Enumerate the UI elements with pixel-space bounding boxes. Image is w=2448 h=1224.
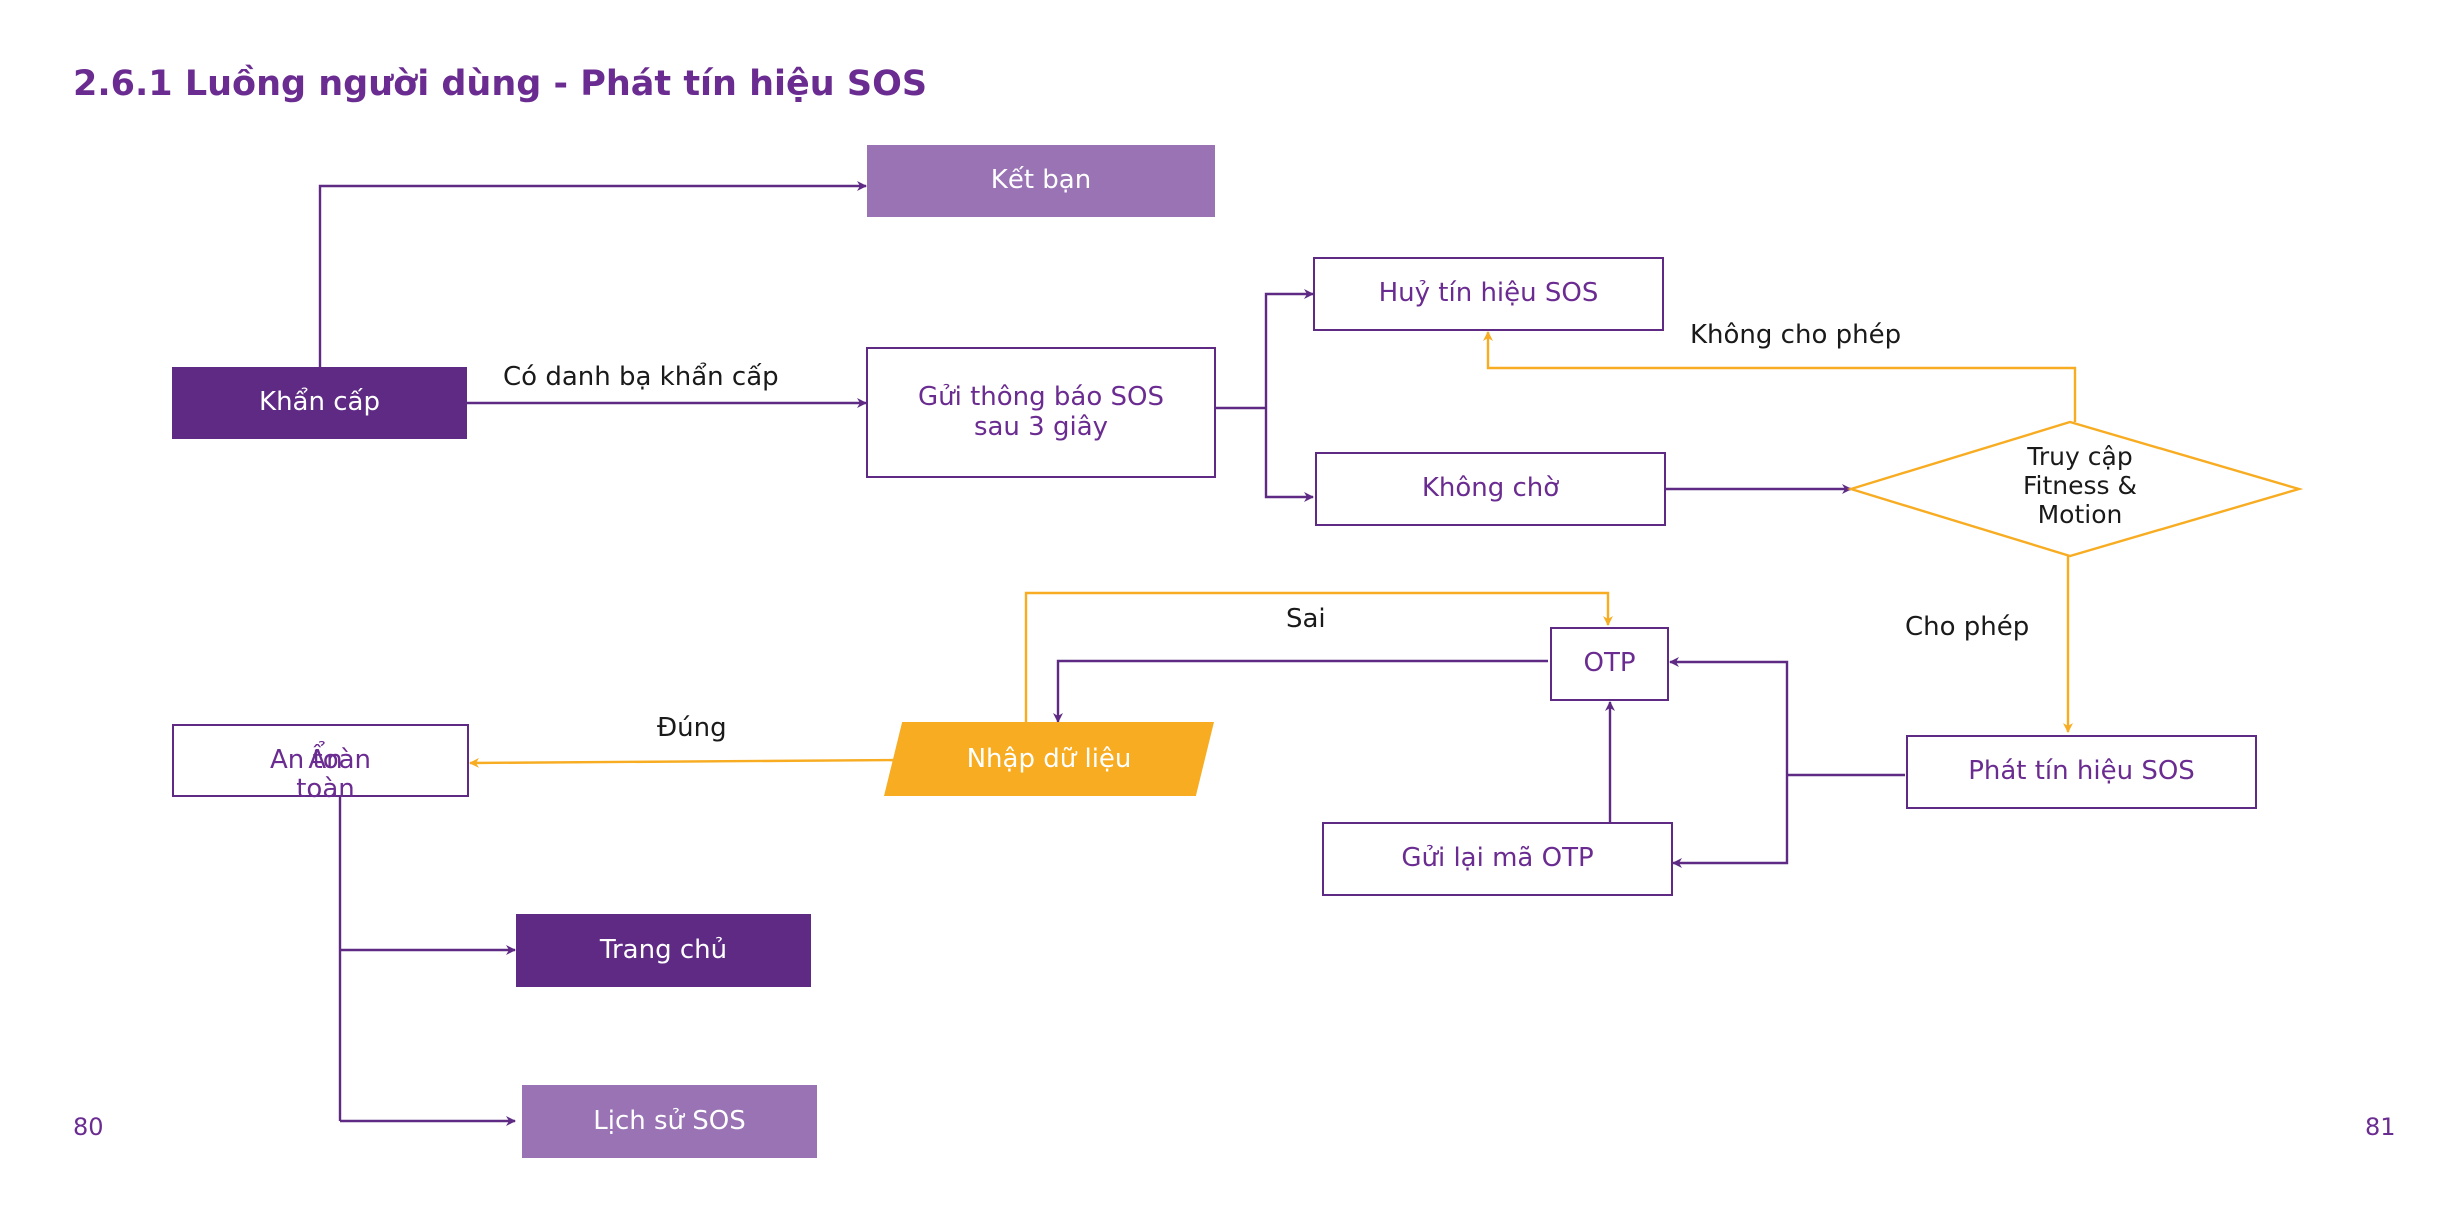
label-co-danh-ba: Có danh bạ khẩn cấp — [503, 362, 779, 392]
edge-to-khong-cho — [1264, 408, 1314, 502]
edge-sai — [1024, 591, 1613, 722]
node-phat-tin-hieu-label: Phát tín hiệu SOS — [1968, 756, 2195, 787]
node-trang-chu-label: Trang chủ — [599, 934, 728, 965]
node-nhap-du-lieu-label: Nhập dữ liệu — [966, 744, 1132, 774]
label-khong-cho-phep: Không cho phép — [1690, 320, 1902, 350]
truy-cap-diamond — [1846, 420, 2304, 558]
page-title: 2.6.1 Luồng người dùng - Phát tín hiệu S… — [73, 64, 928, 104]
edge-to-gui-lai — [1672, 775, 1789, 868]
node-khan-cap: Khẩn cấp — [172, 367, 467, 439]
truy-cap-label: Truy cập Fitness & Motion — [1960, 442, 2200, 529]
nhap-du-lieu-shape — [884, 722, 1214, 796]
edge-otp-to-nhap — [1053, 659, 1548, 723]
node-gui-thong-bao-line2: sau 3 giây — [973, 411, 1109, 442]
node-ket-ban: Kết bạn — [867, 145, 1215, 217]
node-huy-tin-hieu: Huỷ tín hiệu SOS — [1313, 257, 1664, 331]
edge-dung — [469, 757, 907, 768]
node-lich-su-label: Lịch sử SOS — [593, 1105, 746, 1136]
edge-khan-cap-to-ket-ban — [318, 181, 867, 367]
label-dung: Đúng — [657, 713, 727, 743]
node-huy-tin-hieu-label: Huỷ tín hiệu SOS — [1378, 278, 1599, 309]
edge-to-otp — [1669, 657, 1789, 775]
node-gui-lai-otp-label: Gửi lại mã OTP — [1401, 843, 1594, 874]
node-khong-cho-label: Không chờ — [1421, 473, 1560, 504]
node-an-toan: An toàn Ẩn toàn — [172, 724, 469, 805]
node-gui-thong-bao: Gửi thông báo SOS sau 3 giây — [866, 347, 1216, 478]
node-gui-lai-otp: Gửi lại mã OTP — [1322, 822, 1673, 896]
node-trang-chu: Trang chủ — [516, 914, 811, 987]
node-lich-su: Lịch sử SOS — [522, 1085, 817, 1158]
node-an-toan-label-overlap: Ẩn toàn — [296, 744, 355, 805]
node-gui-thong-bao-line1: Gửi thông báo SOS — [917, 381, 1165, 412]
truy-cap-line2: Fitness & — [2022, 470, 2138, 500]
node-otp: OTP — [1550, 627, 1669, 701]
node-otp-label: OTP — [1583, 648, 1636, 679]
label-cho-phep: Cho phép — [1905, 612, 2030, 642]
an-toan-overlap: An toàn Ẩn toàn — [269, 744, 372, 805]
node-nhap-du-lieu: Nhập dữ liệu — [884, 722, 1214, 796]
label-sai: Sai — [1286, 604, 1326, 634]
edge-khong-cho-phep — [1483, 331, 2077, 422]
page-number-right: 81 — [2365, 1113, 2396, 1141]
node-khan-cap-label: Khẩn cấp — [259, 387, 380, 418]
truy-cap-line1: Truy cập — [2027, 442, 2133, 471]
page-number-left: 80 — [73, 1113, 104, 1141]
node-an-toan-label: An toàn — [269, 744, 372, 775]
truy-cap-line3: Motion — [2037, 499, 2123, 529]
edge-to-huy-tin-hieu — [1264, 289, 1314, 408]
node-khong-cho: Không chờ — [1315, 452, 1666, 526]
node-phat-tin-hieu: Phát tín hiệu SOS — [1906, 735, 2257, 809]
node-ket-ban-label: Kết bạn — [990, 165, 1092, 196]
